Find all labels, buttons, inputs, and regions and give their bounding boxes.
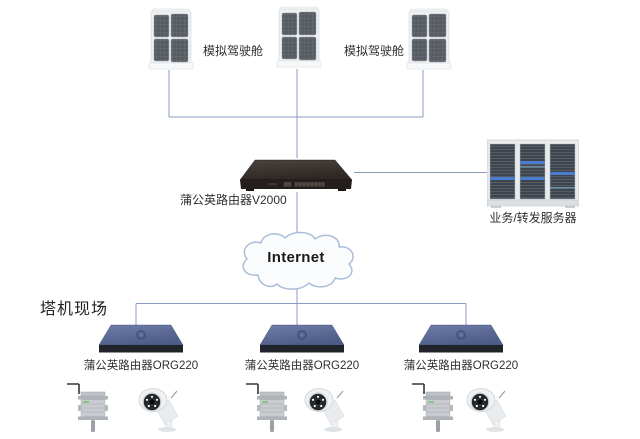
- router-org220-label: 蒲公英路由器ORG220: [244, 360, 360, 372]
- sensor-icon: [406, 381, 456, 435]
- cockpit-icon: [276, 6, 322, 68]
- server-label: 业务/转发服务器: [489, 211, 577, 225]
- cockpit-icon: [406, 8, 452, 70]
- server-rack-icon: [487, 139, 579, 209]
- router-v2000-label: 蒲公英路由器V2000: [180, 193, 287, 207]
- sensor-icon: [61, 381, 111, 435]
- camera-icon: [462, 387, 510, 433]
- internet-cloud: [234, 229, 358, 293]
- router-v2000-icon: [238, 158, 354, 192]
- cockpit-label: 模拟驾驶舱: [344, 44, 405, 58]
- site-title: 塔机现场: [40, 301, 109, 318]
- cockpit-label: 模拟驾驶舱: [203, 44, 264, 58]
- camera-icon: [300, 387, 348, 433]
- router-org220-icon: [416, 324, 506, 356]
- router-org220-label: 蒲公英路由器ORG220: [83, 360, 199, 372]
- router-org220-label: 蒲公英路由器ORG220: [403, 360, 519, 372]
- router-org220-icon: [257, 324, 347, 356]
- sensor-icon: [240, 381, 290, 435]
- internet-label: Internet: [267, 249, 325, 266]
- camera-icon: [134, 387, 182, 433]
- cockpit-icon: [148, 8, 194, 70]
- router-org220-icon: [96, 324, 186, 356]
